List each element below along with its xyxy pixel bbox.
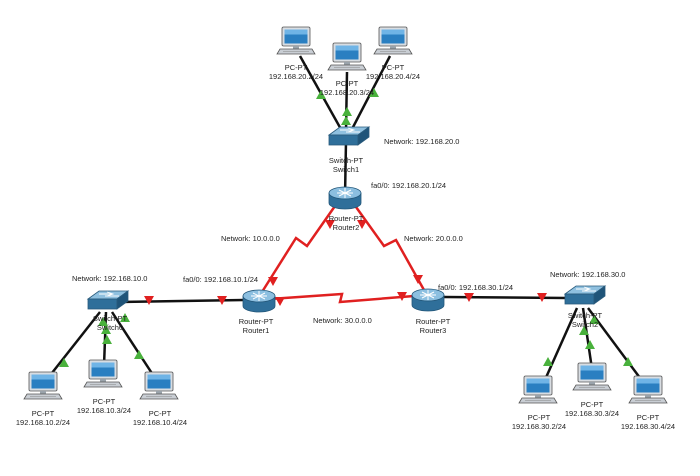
- pc-top-3-desktop-pc-icon[interactable]: [373, 26, 413, 55]
- link-router3-switch2: [443, 295, 568, 300]
- switch2-switch-icon[interactable]: [564, 285, 606, 305]
- link-pc-left-1-switch0: [47, 311, 101, 379]
- link-down-marker: [464, 293, 474, 302]
- switch1-switch-icon[interactable]: [328, 126, 370, 146]
- link-up-marker: [585, 340, 595, 349]
- link-up-marker: [543, 357, 553, 366]
- link-switch0-router1: [121, 298, 245, 304]
- serial-network-30-label: Network: 30.0.0.0: [313, 316, 372, 325]
- link-up-marker: [59, 358, 69, 367]
- pc-right-3-desktop-pc-icon[interactable]: [628, 375, 668, 404]
- pc-right-1-desktop-pc-icon[interactable]: [518, 375, 558, 404]
- link-down-marker: [397, 292, 407, 301]
- link-up-marker: [98, 317, 108, 326]
- router2-router-icon[interactable]: [328, 186, 362, 210]
- link-up-marker: [316, 90, 326, 99]
- pc-left-2-desktop-pc-icon[interactable]: [83, 359, 123, 388]
- router2-iface-label: fa0/0: 192.168.20.1/24: [371, 181, 447, 190]
- switch0-network-label: Network: 192.168.10.0: [72, 274, 148, 283]
- links-layer: [47, 55, 645, 383]
- link-up-marker: [623, 357, 633, 366]
- link-up-marker: [342, 107, 352, 116]
- link-down-marker: [217, 296, 227, 305]
- link-pc-left-3-switch0: [110, 311, 157, 379]
- link-up-marker: [102, 335, 112, 344]
- serial-link-router2-router3: [354, 206, 426, 291]
- link-up-marker: [579, 326, 589, 335]
- pc-right-2-desktop-pc-icon[interactable]: [572, 362, 612, 391]
- pc-left-3-desktop-pc-icon[interactable]: [139, 371, 179, 400]
- link-up-marker: [341, 116, 351, 125]
- link-up-marker: [589, 315, 599, 324]
- link-up-marker: [120, 313, 130, 322]
- switch2-network-label: Network: 192.168.30.0: [550, 270, 626, 279]
- pc-top-2-desktop-pc-icon[interactable]: [327, 42, 367, 71]
- router1-iface-label: fa0/0: 192.168.10.1/24: [183, 275, 259, 284]
- link-pc-right-1-switch2: [542, 307, 579, 383]
- link-pc-right-3-switch2: [586, 307, 645, 383]
- link-down-marker: [268, 277, 278, 286]
- link-down-marker: [413, 275, 423, 284]
- link-pc-right-2-switch2: [581, 307, 594, 370]
- link-down-marker: [537, 293, 547, 302]
- link-down-marker: [325, 220, 335, 229]
- link-down-marker: [275, 297, 285, 306]
- link-up-marker: [369, 88, 379, 97]
- link-up-marker: [101, 325, 111, 334]
- link-pc-top-3-switch1: [349, 55, 392, 132]
- serial-link-router1-router2: [260, 205, 337, 293]
- serial-link-router1-router3: [269, 292, 415, 304]
- link-down-marker: [357, 220, 367, 229]
- router3-router-icon[interactable]: [411, 288, 445, 312]
- router3-iface-label: fa0/0: 192.168.30.1/24: [438, 283, 514, 292]
- pc-left-1-desktop-pc-icon[interactable]: [23, 371, 63, 400]
- switch1-network-label: Network: 192.168.20.0: [384, 137, 460, 146]
- router1-router-icon[interactable]: [242, 289, 276, 313]
- switch0-switch-icon[interactable]: [87, 290, 129, 310]
- link-up-marker: [134, 350, 144, 359]
- serial-network-10-label: Network: 10.0.0.0: [221, 234, 280, 243]
- pc-top-1-desktop-pc-icon[interactable]: [276, 26, 316, 55]
- serial-network-20-label: Network: 20.0.0.0: [404, 234, 463, 243]
- link-down-marker: [144, 296, 154, 305]
- link-status-markers: [59, 88, 633, 367]
